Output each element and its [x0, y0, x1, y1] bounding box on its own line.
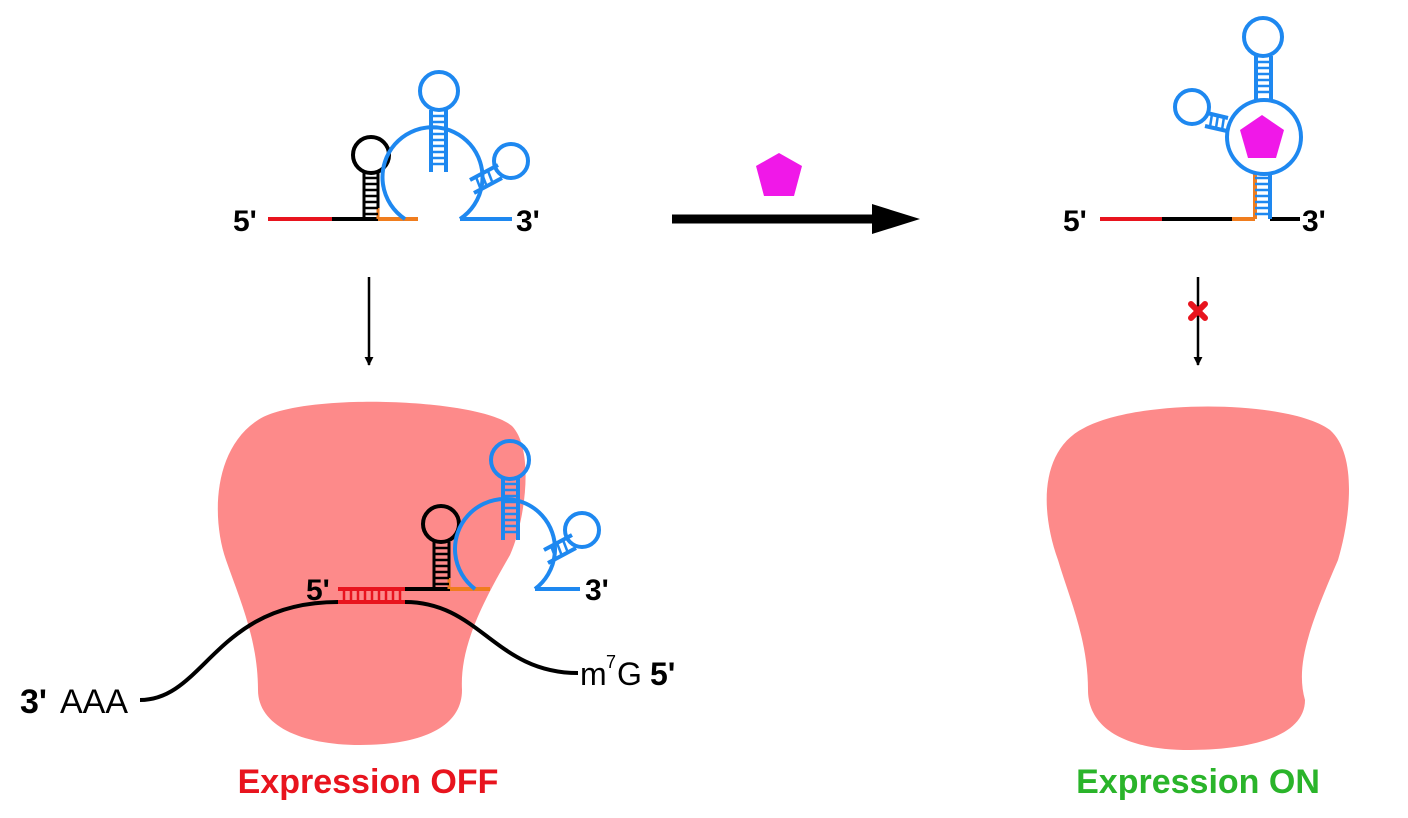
expression-off-caption: Expression OFF [238, 763, 499, 801]
aptamer-domain-bound [1173, 16, 1303, 176]
five-prime-label: 5' [233, 205, 257, 238]
cap-g-label: G [617, 656, 642, 692]
three-prime-label: 3' [516, 205, 540, 238]
blocked-down-arrow [1188, 277, 1208, 366]
aptamer-domain [380, 70, 530, 221]
riboswitch-unbound: 5' 3' [233, 70, 540, 238]
ribosome-shape [217, 401, 526, 745]
mrna-three-prime-label: 3' [20, 683, 47, 721]
cap-m-label: m [580, 656, 607, 692]
riboswitch-bound: 5' 3' [1063, 16, 1326, 238]
thick-right-arrow-icon [872, 204, 920, 234]
ribosome-shape-free [1046, 406, 1349, 750]
red-x-icon [1188, 301, 1208, 321]
poly-a-tail-label: AAA [60, 683, 128, 721]
five-prime-label: 5' [1063, 205, 1087, 238]
terminator-hairpin [421, 504, 461, 589]
three-prime-label: 3' [585, 574, 609, 607]
expression-on-caption: Expression ON [1076, 763, 1320, 801]
ligand-pentagon-icon [756, 153, 802, 196]
three-prime-label: 3' [1302, 205, 1326, 238]
cap-superscript-label: 7 [606, 652, 616, 672]
ligand-binding-transition [672, 153, 920, 234]
mrna-five-prime-label: 5' [650, 656, 675, 692]
ribosome-off-panel: 5' 3' 3' AAA m 7 G 5' [20, 401, 675, 745]
bound-ligand-pentagon-icon [1240, 115, 1284, 158]
five-prime-label: 5' [306, 574, 330, 607]
